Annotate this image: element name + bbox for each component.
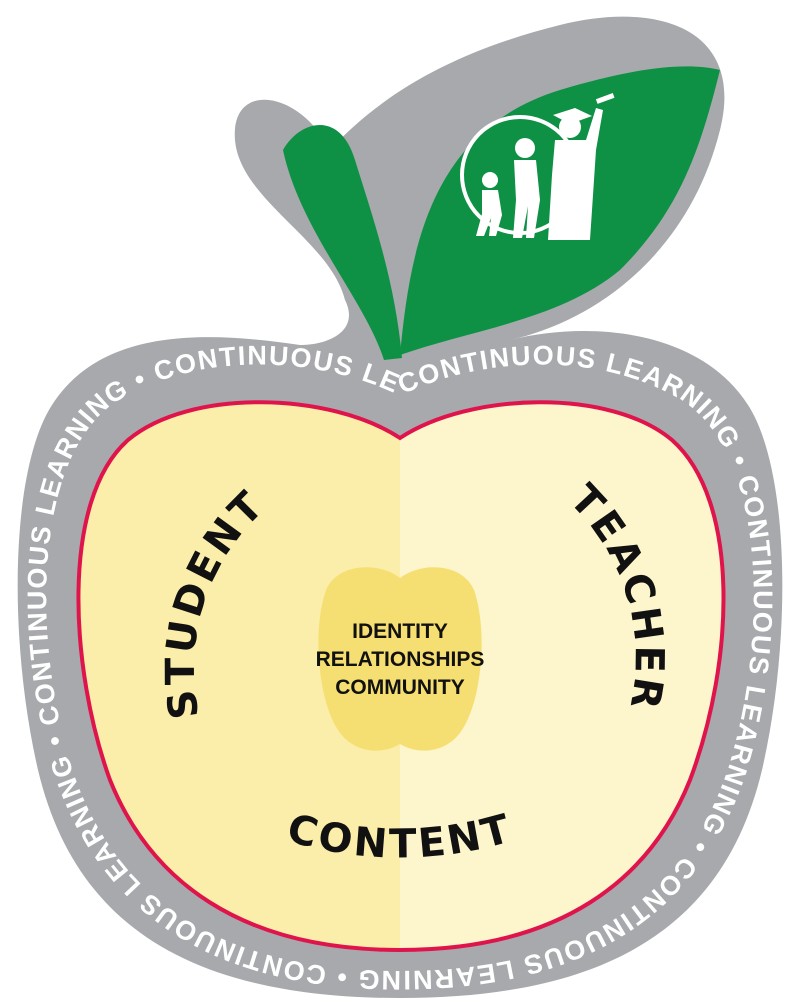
core-identity: IDENTITY xyxy=(352,620,448,643)
student-growth-icon xyxy=(460,93,615,240)
apple-stem xyxy=(283,125,402,360)
apple-rim xyxy=(76,400,726,953)
apple-core xyxy=(318,567,482,751)
core-community: COMMUNITY xyxy=(335,676,465,699)
core-relationships: RELATIONSHIPS xyxy=(316,648,485,671)
